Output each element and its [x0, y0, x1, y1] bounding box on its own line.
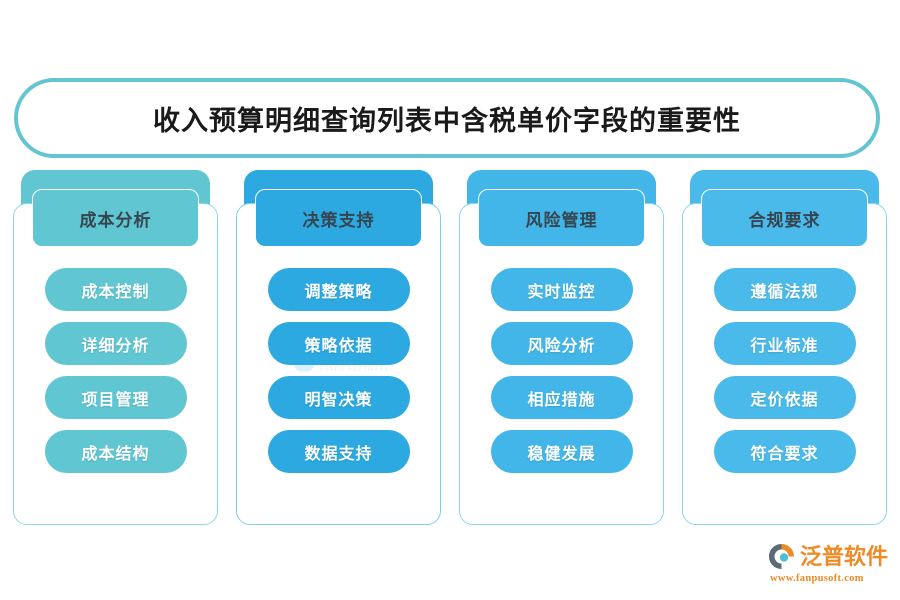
column-item-list: 调整策略 策略依据 明智决策 数据支持: [236, 268, 441, 473]
list-item-label: 实时监控: [527, 283, 596, 301]
list-item-label: 行业标准: [750, 337, 819, 355]
list-item[interactable]: 实时监控: [490, 268, 633, 311]
list-item-label: 成本结构: [81, 445, 150, 463]
column-compliance-requirements: 合规要求 遵循法规 行业标准 定价依据 符合要求: [682, 170, 887, 525]
list-item-label: 数据支持: [304, 445, 373, 463]
list-item[interactable]: 调整策略: [267, 268, 410, 311]
column-item-list: 成本控制 详细分析 项目管理 成本结构: [13, 268, 218, 473]
list-item-label: 明智决策: [304, 391, 373, 409]
list-item[interactable]: 定价依据: [713, 376, 856, 419]
list-item[interactable]: 数据支持: [267, 430, 410, 473]
list-item-label: 定价依据: [750, 391, 819, 409]
column-header-chip[interactable]: 合规要求: [701, 189, 868, 247]
column-item-list: 实时监控 风险分析 相应措施 稳健发展: [459, 268, 664, 473]
list-item[interactable]: 遵循法规: [713, 268, 856, 311]
list-item[interactable]: 详细分析: [44, 322, 187, 365]
list-item[interactable]: 风险分析: [490, 322, 633, 365]
brand-logo: 泛普软件 www.fanpusoft.com: [768, 543, 892, 591]
page-title: 收入预算明细查询列表中含税单价字段的重要性: [153, 105, 741, 136]
list-item-label: 稳健发展: [527, 445, 596, 463]
list-item[interactable]: 明智决策: [267, 376, 410, 419]
list-item[interactable]: 符合要求: [713, 430, 856, 473]
column-header-label: 决策支持: [302, 210, 375, 230]
list-item[interactable]: 策略依据: [267, 322, 410, 365]
column-group: 成本分析 成本控制 详细分析 项目管理 成本结构: [13, 170, 887, 525]
column-decision-support: 决策支持 调整策略 策略依据 明智决策 数据支持: [236, 170, 441, 525]
list-item[interactable]: 成本结构: [44, 430, 187, 473]
brand-name: 泛普软件: [800, 543, 889, 569]
list-item-label: 相应措施: [527, 391, 596, 409]
list-item-label: 符合要求: [750, 445, 819, 463]
column-cost-analysis: 成本分析 成本控制 详细分析 项目管理 成本结构: [13, 170, 218, 525]
column-header-chip[interactable]: 风险管理: [478, 189, 645, 247]
list-item[interactable]: 稳健发展: [490, 430, 633, 473]
list-item-label: 风险分析: [527, 337, 596, 355]
column-header-label: 合规要求: [748, 210, 821, 230]
list-item-label: 成本控制: [81, 283, 150, 301]
list-item-label: 项目管理: [81, 391, 150, 409]
column-header-label: 成本分析: [79, 210, 152, 230]
list-item-label: 策略依据: [304, 337, 373, 355]
title-banner: 收入预算明细查询列表中含税单价字段的重要性: [14, 78, 880, 158]
list-item[interactable]: 项目管理: [44, 376, 187, 419]
column-risk-management: 风险管理 实时监控 风险分析 相应措施 稳健发展: [459, 170, 664, 525]
column-header-chip[interactable]: 成本分析: [32, 189, 199, 247]
list-item[interactable]: 行业标准: [713, 322, 856, 365]
list-item-label: 详细分析: [81, 337, 150, 355]
fanpu-swoosh-logo-icon: [768, 543, 795, 570]
column-item-list: 遵循法规 行业标准 定价依据 符合要求: [682, 268, 887, 473]
list-item-label: 遵循法规: [750, 283, 819, 301]
brand-url: www.fanpusoft.com: [770, 573, 864, 584]
list-item[interactable]: 相应措施: [490, 376, 633, 419]
list-item-label: 调整策略: [304, 283, 373, 301]
list-item[interactable]: 成本控制: [44, 268, 187, 311]
column-header-chip[interactable]: 决策支持: [255, 189, 422, 247]
column-header-label: 风险管理: [525, 210, 598, 230]
